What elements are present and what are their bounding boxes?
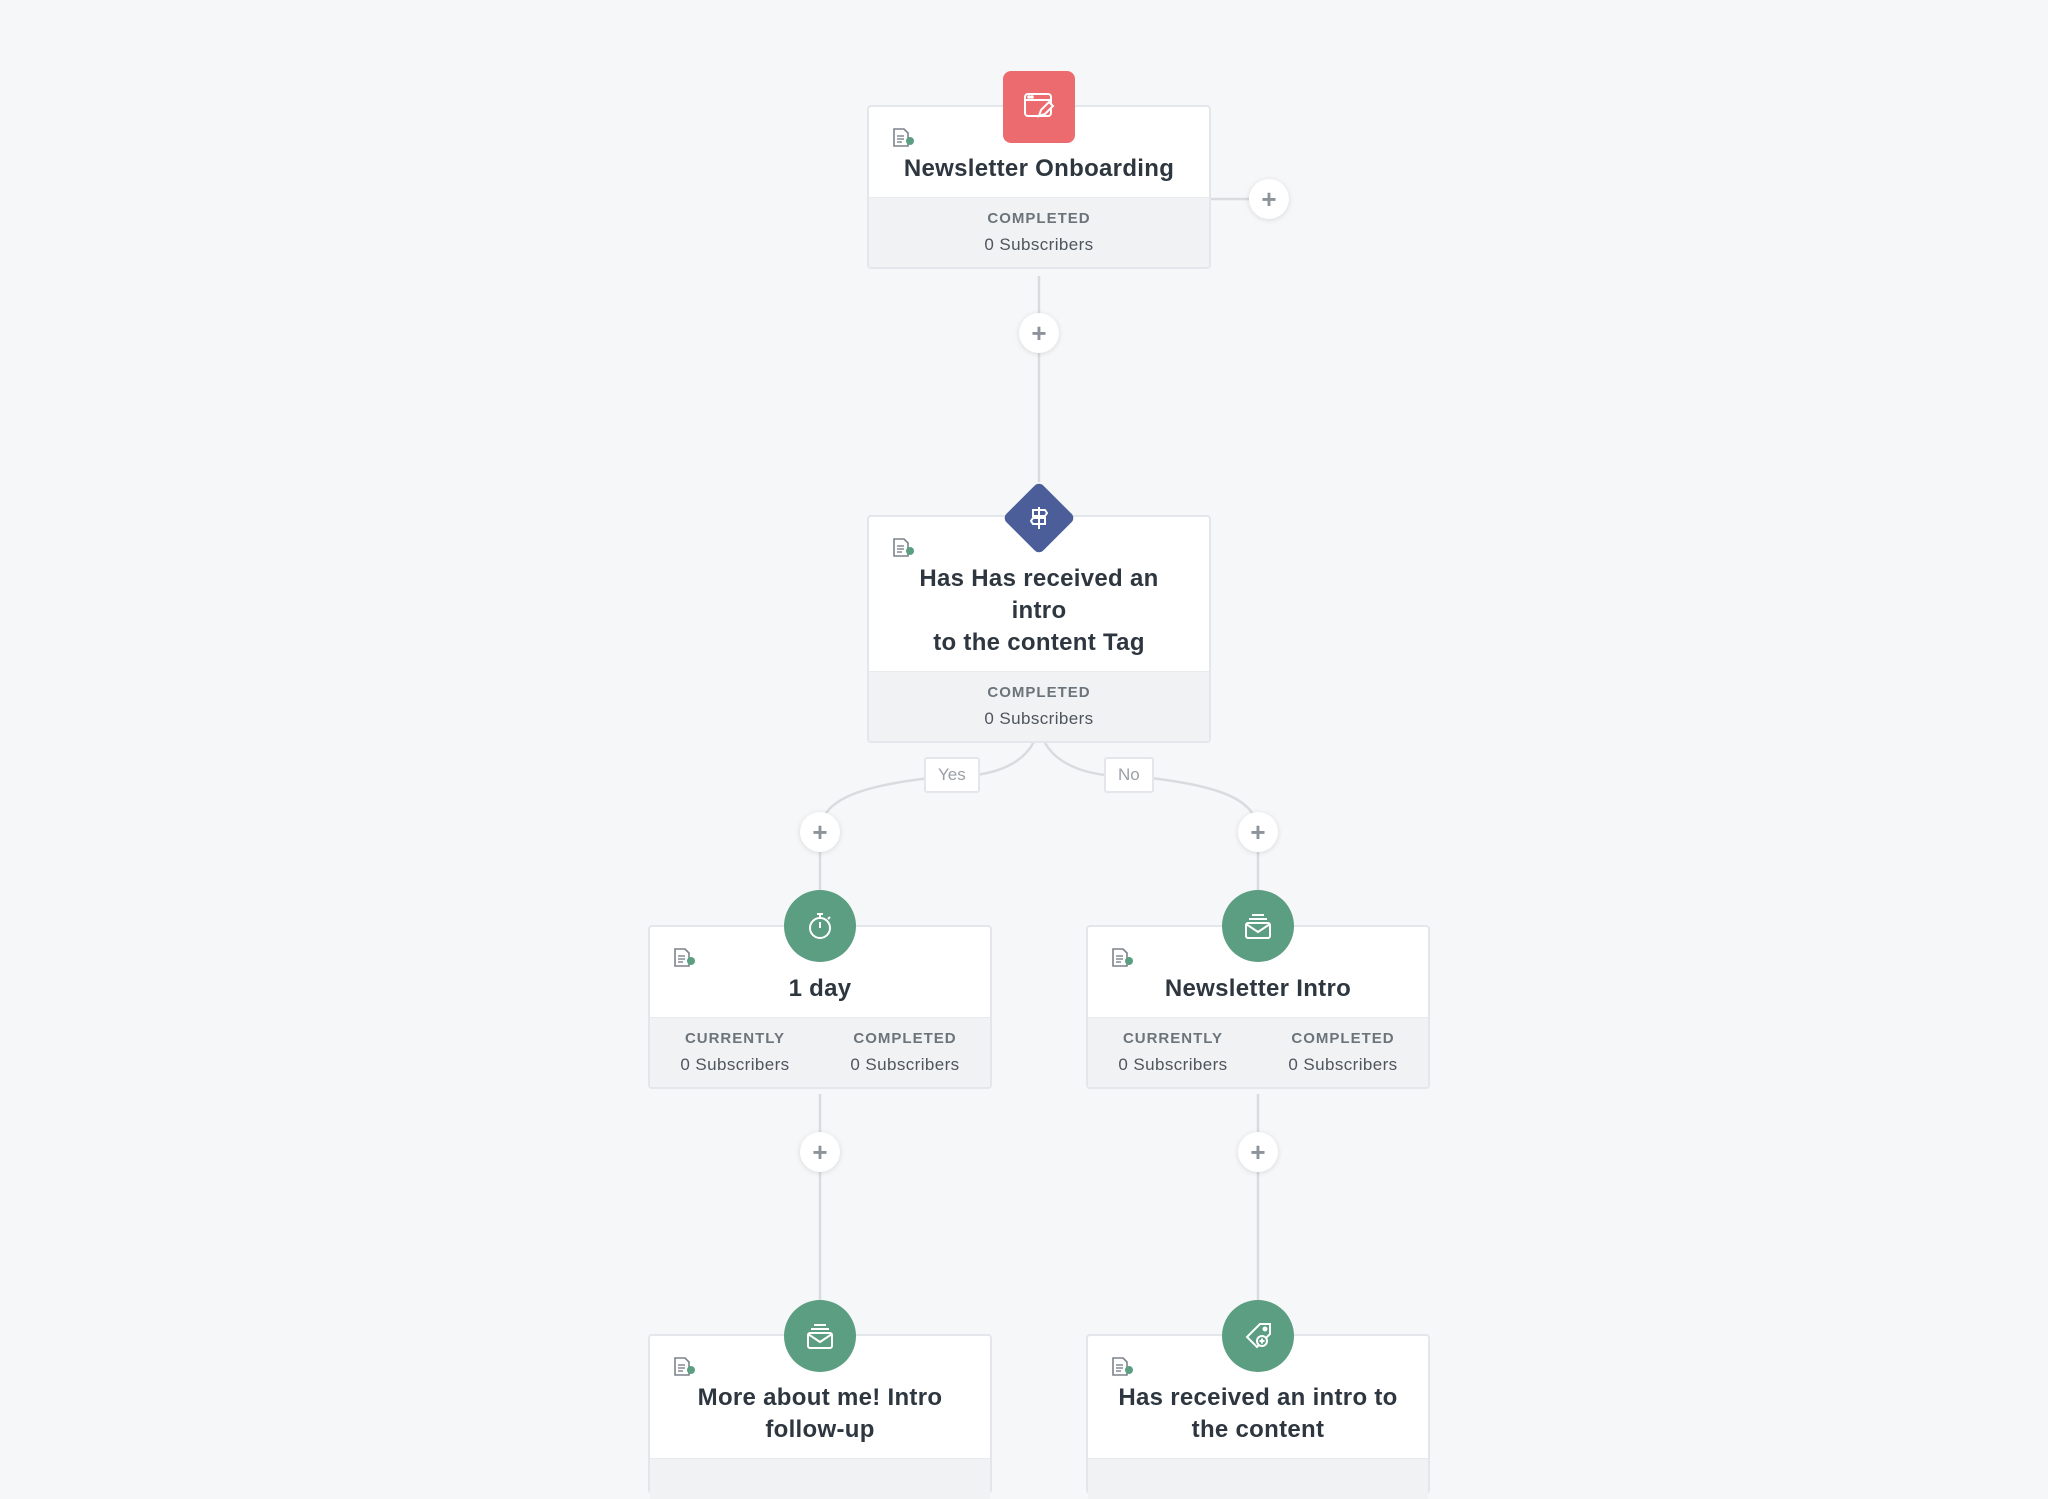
tag-add-icon xyxy=(1222,1300,1294,1372)
node-title-line: Has received an intro to xyxy=(1118,1384,1398,1411)
completed-value: 0 Subscribers xyxy=(984,709,1094,728)
node-title: Newsletter Intro xyxy=(1164,975,1352,1002)
document-status-icon xyxy=(1112,948,1133,967)
currently-label: CURRENTLY xyxy=(684,1030,786,1047)
completed-label: COMPLETED xyxy=(1291,1030,1395,1047)
node-title-line: More about me! Intro xyxy=(697,1384,943,1411)
envelope-stack-icon xyxy=(1222,890,1294,962)
signpost-icon xyxy=(1002,481,1076,555)
completed-label: COMPLETED xyxy=(987,210,1091,227)
email-node[interactable]: Newsletter Intro CURRENTLY 0 Subscribers… xyxy=(1086,925,1430,1089)
node-title: Newsletter Onboarding xyxy=(903,155,1175,182)
add-step-button[interactable]: + xyxy=(1019,313,1059,353)
stats-strip xyxy=(650,1458,990,1499)
node-title: 1 day xyxy=(788,975,852,1002)
node-title-line: Has Has received an intro xyxy=(919,565,1159,624)
document-status-icon xyxy=(1112,1357,1133,1376)
form-edit-icon xyxy=(1003,71,1075,143)
document-status-icon xyxy=(893,128,914,147)
stopwatch-icon xyxy=(784,890,856,962)
node-title-line: the content xyxy=(1191,1416,1325,1443)
currently-label: CURRENTLY xyxy=(1122,1030,1224,1047)
add-step-button[interactable]: + xyxy=(1238,1132,1278,1172)
document-status-icon xyxy=(674,948,695,967)
add-step-button[interactable]: + xyxy=(1238,812,1278,852)
branch-no-label: No xyxy=(1104,757,1154,793)
node-title-line: follow-up xyxy=(765,1416,875,1443)
completed-value: 0 Subscribers xyxy=(850,1055,960,1074)
node-title-line: to the content Tag xyxy=(933,629,1145,656)
add-step-button[interactable]: + xyxy=(800,812,840,852)
condition-node[interactable]: Has Has received an intro to the content… xyxy=(867,515,1211,743)
currently-value: 0 Subscribers xyxy=(1118,1055,1228,1074)
document-status-icon xyxy=(893,538,914,557)
add-step-button[interactable]: + xyxy=(800,1132,840,1172)
document-status-icon xyxy=(674,1357,695,1376)
completed-value: 0 Subscribers xyxy=(1288,1055,1398,1074)
add-step-button[interactable]: + xyxy=(1249,179,1289,219)
completed-label: COMPLETED xyxy=(987,684,1091,701)
envelope-stack-icon xyxy=(784,1300,856,1372)
currently-value: 0 Subscribers xyxy=(680,1055,790,1074)
completed-label: COMPLETED xyxy=(853,1030,957,1047)
completed-value: 0 Subscribers xyxy=(984,235,1094,254)
stats-strip xyxy=(1088,1458,1428,1499)
branch-yes-label: Yes xyxy=(924,757,980,793)
